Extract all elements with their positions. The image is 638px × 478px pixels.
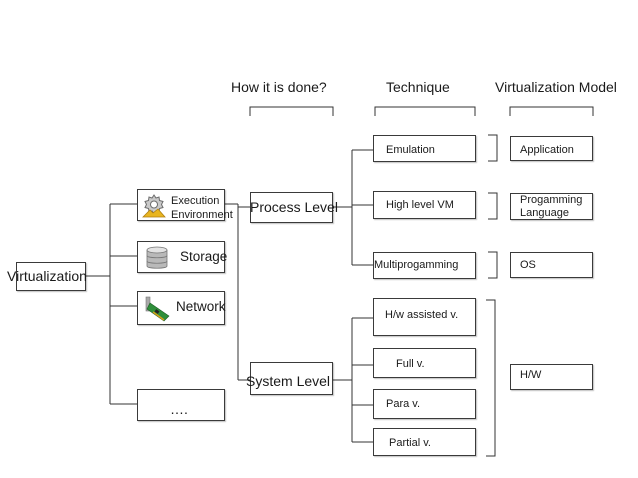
header-technique: Technique bbox=[386, 79, 450, 95]
node-partial-v bbox=[373, 428, 476, 456]
node-storage bbox=[137, 241, 225, 273]
label-os: OS bbox=[520, 259, 536, 271]
label-para-v: Para v. bbox=[386, 398, 421, 410]
label-programming-language: Progamming Language bbox=[520, 194, 583, 219]
node-para-v bbox=[373, 389, 476, 419]
node-os bbox=[510, 252, 593, 278]
node-application bbox=[510, 136, 593, 161]
node-hw-assisted bbox=[373, 298, 476, 336]
header-virtualization-model: Virtualization Model bbox=[495, 79, 617, 95]
bracket-multiprog bbox=[488, 251, 498, 279]
node-programming-language bbox=[510, 193, 593, 220]
node-execution-environment bbox=[137, 189, 225, 221]
gear-icon bbox=[142, 194, 166, 218]
node-network bbox=[137, 291, 225, 325]
label-process-level: Process Level bbox=[250, 199, 338, 215]
node-hw bbox=[510, 364, 593, 390]
node-virtualization bbox=[16, 262, 86, 291]
label-emulation: Emulation bbox=[386, 144, 435, 156]
header-bracket-model bbox=[509, 106, 594, 116]
label-virtualization: Virtualization bbox=[7, 268, 87, 284]
node-process-level bbox=[250, 192, 333, 223]
node-system-level bbox=[250, 362, 333, 395]
label-hw-assisted: H/w assisted v. bbox=[385, 309, 459, 321]
node-high-level-vm bbox=[373, 191, 476, 219]
network-card-icon bbox=[145, 296, 170, 322]
header-bracket-technique bbox=[374, 106, 476, 116]
label-full-v: Full v. bbox=[396, 358, 425, 370]
header-bracket-how bbox=[249, 106, 334, 116]
bracket-system bbox=[486, 299, 496, 457]
database-icon bbox=[146, 246, 168, 269]
label-system-level: System Level bbox=[246, 373, 331, 389]
label-network: Network bbox=[176, 299, 226, 314]
label-execution-environment: Execution Environment bbox=[171, 195, 233, 221]
label-more: …. bbox=[170, 401, 188, 417]
node-emulation bbox=[373, 135, 476, 162]
label-partial-v: Partial v. bbox=[389, 437, 431, 449]
node-multiprogramming bbox=[373, 252, 476, 279]
bracket-highvm bbox=[488, 192, 498, 220]
header-how-it-is-done: How it is done? bbox=[231, 79, 327, 95]
label-application: Application bbox=[520, 144, 574, 156]
label-hw: H/W bbox=[520, 369, 542, 381]
label-storage: Storage bbox=[180, 249, 228, 264]
label-high-level-vm: High level VM bbox=[386, 199, 454, 211]
node-more bbox=[137, 389, 225, 421]
node-full-v bbox=[373, 348, 476, 378]
bracket-emulation bbox=[488, 134, 498, 162]
label-multiprogramming: Multiprogamming bbox=[374, 259, 459, 271]
